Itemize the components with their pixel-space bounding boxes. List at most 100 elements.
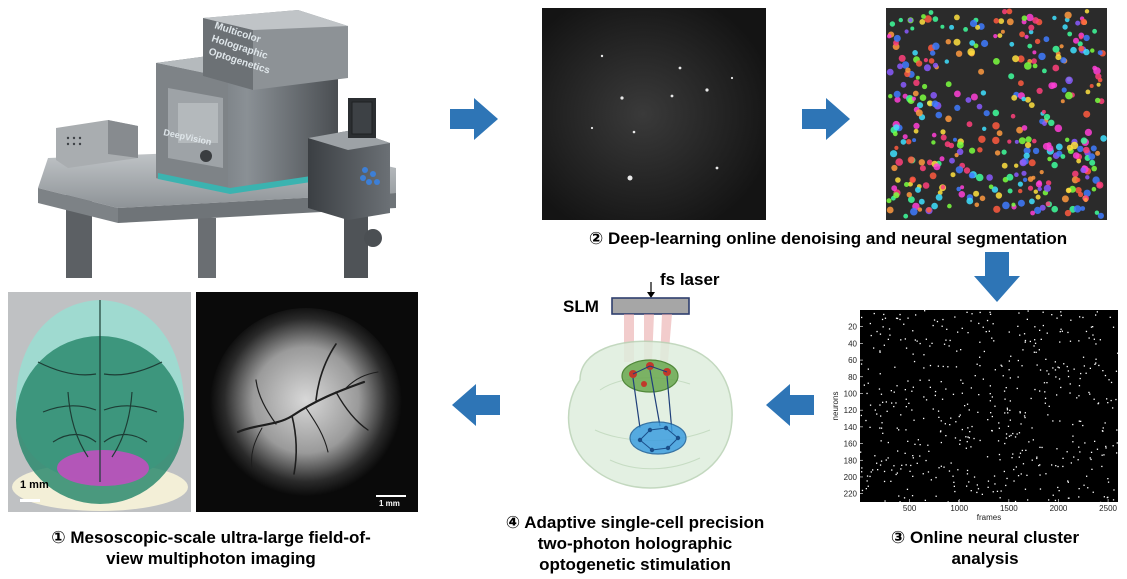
segmented-neuron bbox=[1065, 137, 1070, 142]
segmented-neuron bbox=[1011, 94, 1018, 101]
segmented-neuron bbox=[915, 60, 923, 67]
spike-mark bbox=[867, 382, 869, 384]
spike-mark bbox=[881, 318, 884, 321]
segmented-neuron bbox=[1019, 31, 1025, 38]
segmented-neuron bbox=[1047, 156, 1052, 162]
spike-mark bbox=[887, 457, 889, 459]
spike-mark bbox=[914, 339, 916, 341]
x-tick-label: 1000 bbox=[950, 504, 968, 513]
spike-mark bbox=[878, 388, 881, 390]
segmented-neuron bbox=[1042, 68, 1047, 74]
segmented-neuron bbox=[1008, 73, 1015, 80]
segmented-neuron bbox=[906, 192, 912, 198]
spike-mark bbox=[1017, 325, 1019, 327]
arrow-right-icon bbox=[802, 98, 850, 140]
spike-mark bbox=[1001, 365, 1003, 367]
spike-mark bbox=[869, 426, 871, 428]
spike-mark bbox=[1052, 420, 1054, 422]
spike-mark bbox=[966, 441, 968, 443]
spike-mark bbox=[1010, 355, 1012, 357]
spike-mark bbox=[979, 311, 981, 314]
segmented-neuron bbox=[1066, 144, 1073, 151]
segmented-neuron bbox=[886, 68, 894, 76]
spike-mark bbox=[900, 339, 902, 341]
spike-mark bbox=[922, 473, 924, 475]
segmented-neuron bbox=[1075, 187, 1082, 194]
spike-mark bbox=[1027, 499, 1029, 501]
spike-mark bbox=[1057, 486, 1059, 489]
spike-mark bbox=[887, 441, 889, 444]
segmented-neuron bbox=[998, 18, 1005, 24]
segmented-neuron bbox=[931, 140, 936, 145]
segmented-neuron bbox=[1032, 63, 1038, 69]
spike-mark bbox=[1090, 451, 1093, 453]
spike-mark bbox=[1048, 373, 1050, 375]
spike-mark bbox=[1083, 365, 1085, 367]
spike-mark bbox=[1024, 341, 1026, 343]
segmented-neuron bbox=[988, 184, 994, 190]
segmented-neuron bbox=[1093, 67, 1101, 75]
spike-mark bbox=[879, 373, 881, 375]
spike-mark bbox=[933, 319, 936, 321]
segmented-neuron bbox=[1021, 125, 1028, 131]
spike-mark bbox=[1055, 465, 1057, 467]
segmented-neuron bbox=[973, 43, 979, 49]
spike-mark bbox=[891, 469, 893, 471]
segmented-neuron bbox=[1021, 96, 1026, 102]
segmented-neuron bbox=[1010, 113, 1016, 119]
segmented-neuron bbox=[1029, 198, 1035, 205]
spike-mark bbox=[993, 340, 995, 342]
segmented-neuron bbox=[926, 159, 933, 166]
spike-mark bbox=[968, 409, 970, 411]
spike-mark bbox=[923, 396, 925, 398]
segmented-neuron bbox=[935, 111, 943, 119]
spike-mark bbox=[940, 430, 942, 432]
spike-mark bbox=[932, 408, 934, 410]
spike-mark bbox=[1024, 339, 1027, 342]
segmented-neuron bbox=[1031, 175, 1036, 180]
segmented-neuron bbox=[915, 75, 920, 80]
spike-mark bbox=[919, 342, 921, 345]
spike-mark bbox=[1082, 424, 1084, 427]
segmented-neuron bbox=[1027, 43, 1033, 49]
segmented-neuron bbox=[1022, 177, 1028, 182]
spike-mark bbox=[870, 334, 872, 337]
segmented-neuron bbox=[1007, 188, 1013, 194]
spike-mark bbox=[913, 360, 916, 363]
spike-mark bbox=[925, 459, 927, 462]
segmented-neuron bbox=[983, 110, 990, 117]
spike-mark bbox=[1031, 427, 1033, 429]
spike-mark bbox=[942, 318, 944, 321]
spike-mark bbox=[1060, 328, 1062, 330]
fov-scale-bar-label: 1 mm bbox=[379, 499, 400, 508]
spike-mark bbox=[914, 443, 916, 445]
spike-mark bbox=[973, 437, 975, 440]
spike-mark bbox=[959, 439, 961, 441]
segmented-neuron bbox=[963, 27, 968, 32]
spike-mark bbox=[1044, 391, 1046, 393]
spike-mark bbox=[958, 415, 960, 418]
spike-mark bbox=[976, 491, 978, 494]
spike-mark bbox=[1014, 436, 1017, 438]
segmented-neuron bbox=[1016, 126, 1023, 134]
segmented-neuron bbox=[975, 24, 981, 30]
segmented-neuron bbox=[923, 58, 928, 63]
spike-mark bbox=[1013, 480, 1015, 482]
segmented-neuron bbox=[945, 115, 952, 123]
holographic-stimulation-schematic bbox=[567, 282, 733, 489]
spike-mark bbox=[1095, 358, 1097, 360]
spike-mark bbox=[1005, 437, 1008, 439]
segmented-neuron bbox=[1025, 96, 1031, 103]
segmented-neuron bbox=[1097, 50, 1103, 56]
spike-mark bbox=[1059, 420, 1061, 422]
segmented-neuron bbox=[891, 164, 898, 172]
spike-mark bbox=[1078, 488, 1080, 490]
spike-mark bbox=[965, 447, 967, 449]
spike-mark bbox=[929, 364, 932, 367]
segmented-neuron bbox=[1080, 167, 1087, 174]
spike-mark bbox=[885, 459, 887, 461]
segmented-neuron bbox=[945, 81, 952, 88]
spike-mark bbox=[960, 379, 962, 381]
segmented-neuron bbox=[1045, 201, 1051, 207]
